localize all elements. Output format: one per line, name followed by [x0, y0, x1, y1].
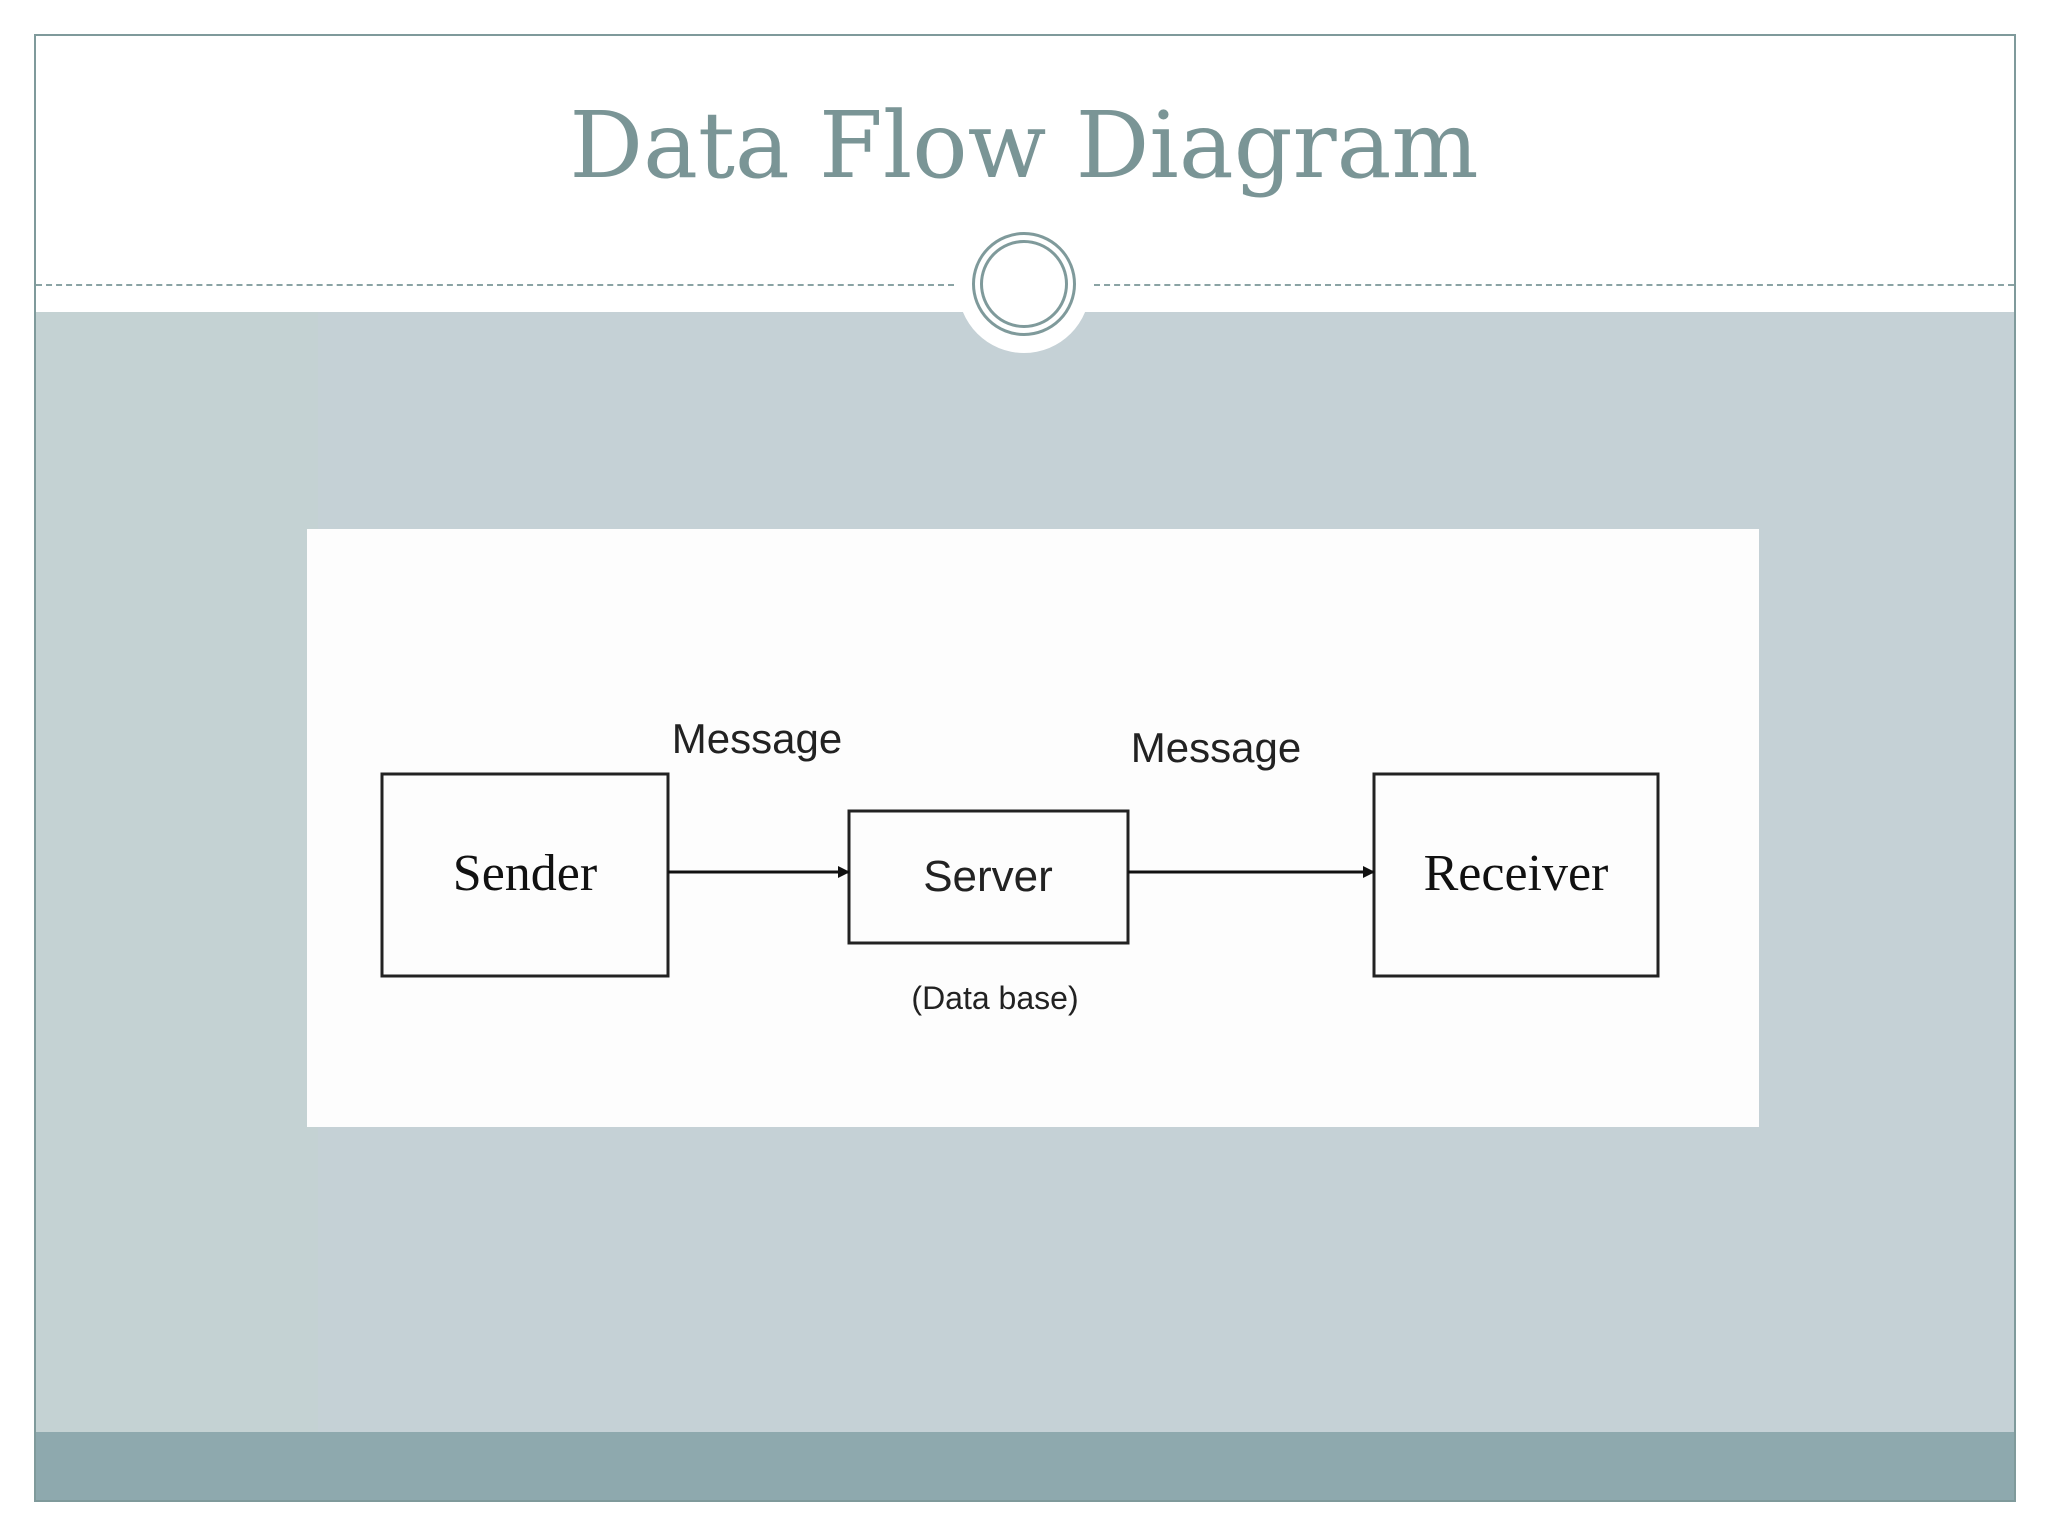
receiver-label: Receiver [1424, 845, 1609, 902]
server-note: (Data base) [911, 980, 1078, 1016]
title-divider-left [36, 284, 954, 286]
server-label: Server [923, 852, 1053, 901]
content-shade [36, 312, 318, 1432]
title-divider-right [1094, 284, 2014, 286]
diagram-figure: Sender Server (Data base) Receiver Messa… [307, 529, 1759, 1127]
data-flow-diagram: Sender Server (Data base) Receiver Messa… [380, 715, 1660, 1016]
slide-title: Data Flow Diagram [569, 92, 1479, 199]
sender-box [380, 772, 670, 978]
divider-ornament-outer-ring [972, 232, 1076, 336]
footer-band [36, 1432, 2014, 1500]
divider-ornament-inner-ring [980, 240, 1068, 328]
sender-label: Sender [453, 845, 597, 902]
edge-label-server-receiver: Message [1131, 724, 1301, 771]
edge-label-sender-server: Message [672, 715, 842, 762]
